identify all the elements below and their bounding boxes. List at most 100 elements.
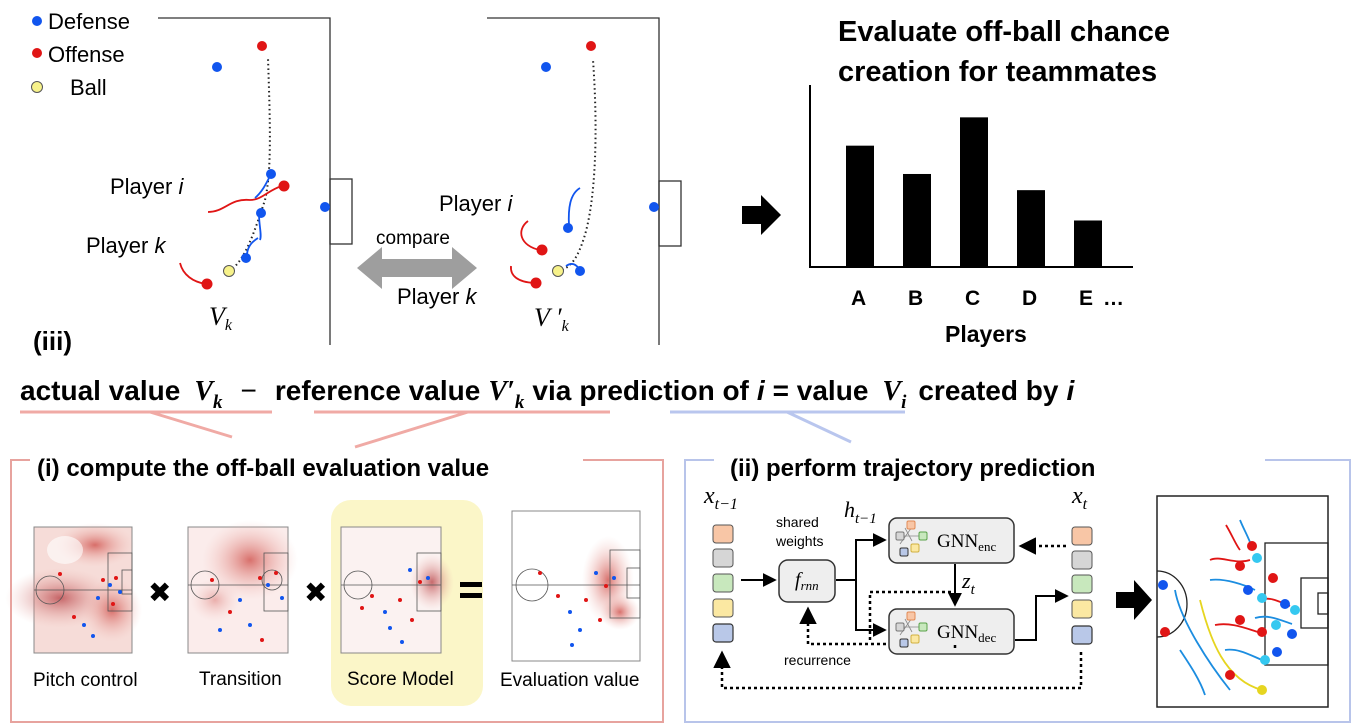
- section-iii-label: (iii): [33, 326, 72, 356]
- chart-title-line2: creation for teammates: [838, 56, 1157, 88]
- node-feature-green: [712, 573, 734, 593]
- dotted-recurrence-arrow: [808, 610, 957, 648]
- defense-player: [212, 62, 222, 72]
- offense-player-k: [530, 277, 542, 289]
- ball: [223, 265, 235, 277]
- map-label-score-model: Score Model: [347, 669, 454, 690]
- graph-icon: [895, 520, 928, 557]
- compare-arrow: compare Player k: [357, 228, 477, 309]
- player-i-label: Player i: [110, 174, 184, 199]
- pitch-reference: Player i V ′k: [439, 17, 682, 345]
- offense-player: [586, 41, 596, 51]
- reference-value-text: reference value: [275, 375, 480, 406]
- player-i-predicted-trajectory: [520, 220, 541, 251]
- chart-title-line1: Evaluate off-ball chance: [838, 16, 1170, 48]
- section-ii-title: (ii) perform trajectory prediction: [730, 455, 1095, 482]
- bar-d: [1017, 190, 1045, 267]
- recurrence-label: recurrence: [784, 652, 851, 668]
- pitch-control-map: [5, 523, 142, 654]
- defense-player: [563, 223, 573, 233]
- x-next-label: xt: [1071, 483, 1088, 513]
- ball: [552, 265, 564, 277]
- offense-legend-marker: [32, 48, 42, 58]
- legend-ball-label: Ball: [70, 75, 107, 100]
- map-label-evaluation-value: Evaluation value: [500, 670, 639, 691]
- node-feature-gray: [1071, 550, 1093, 570]
- gnn-enc-label: GNNenc: [937, 531, 996, 554]
- actual-value-label: Vk: [209, 302, 233, 334]
- defender-trajectory-2: [246, 237, 259, 255]
- bar-b: [903, 173, 931, 267]
- gnn-enc-block: [888, 517, 1015, 564]
- map-label-pitch-control: Pitch control: [33, 670, 138, 691]
- node-feature-green: [1071, 574, 1093, 594]
- dotted-bottom-loop: [713, 650, 1083, 690]
- player-k-trajectory: [510, 265, 535, 284]
- compare-label: compare: [376, 228, 450, 249]
- connector-prediction: [786, 410, 852, 444]
- double-arrow-icon: [357, 247, 477, 289]
- z-label: zt: [961, 568, 976, 598]
- equals-icon-bottom: [460, 593, 482, 598]
- defender-trajectory-1: [254, 175, 271, 199]
- arrow-frnn-to-dec: [855, 580, 887, 637]
- gnn-dec-label: GNNdec: [937, 622, 996, 645]
- node-feature-orange: [1071, 526, 1093, 546]
- compare-player-k-label: Player k: [397, 284, 477, 309]
- category-label-a: A: [851, 287, 866, 310]
- offense-player-i: [536, 244, 548, 256]
- prediction-text: prediction of: [579, 375, 749, 406]
- section-i-title: (i) compute the off-ball evaluation valu…: [37, 455, 489, 482]
- bars-group: [846, 117, 1102, 267]
- defense-player: [241, 253, 251, 263]
- h-prev-label: ht−1: [844, 497, 877, 527]
- defender-trajectory-1: [567, 187, 581, 227]
- defense-player: [266, 169, 276, 179]
- pitch-outline: [487, 17, 660, 345]
- node-feature-blue: [712, 623, 734, 643]
- equals-icon-top: [460, 582, 482, 587]
- reference-value-label: V ′k: [534, 303, 570, 335]
- node-feature-gray: [712, 548, 734, 568]
- offense-player-i: [278, 180, 290, 192]
- graph-icon: [895, 611, 928, 648]
- dotted-loop-to-dec: [868, 590, 955, 640]
- transition-map: [187, 520, 298, 654]
- actual-value-text: actual value: [20, 375, 180, 406]
- player-i-trajectory: [207, 185, 283, 213]
- arrow-frnn-to-enc: [836, 533, 887, 581]
- evaluation-value-map: [511, 510, 641, 662]
- bar-chart-panel: Evaluate off-ball chance creation for te…: [809, 16, 1170, 347]
- player-k-trajectory: [179, 262, 207, 285]
- node-feature-yellow: [1071, 599, 1093, 619]
- times-icon: ✖: [304, 577, 327, 608]
- right-arrow-icon: [1116, 580, 1152, 620]
- bar-c: [960, 117, 988, 267]
- section-i-panel: (i) compute the off-ball evaluation valu…: [5, 455, 664, 723]
- defense-player: [649, 202, 659, 212]
- pitch-actual: Player i Player k Vk: [86, 17, 353, 345]
- right-arrow-icon: [742, 195, 781, 235]
- goal-box: [658, 180, 682, 247]
- ball-trajectory-dotted: [228, 57, 271, 272]
- offense-player-k: [201, 278, 213, 290]
- connector-actual: [149, 410, 233, 439]
- section-ii-border: [684, 459, 1351, 723]
- legend-defense-label: Defense: [48, 9, 130, 34]
- node-feature-orange: [712, 524, 734, 544]
- defense-legend-marker: [32, 16, 42, 26]
- category-label-d: D: [1022, 287, 1037, 310]
- legend-offense-label: Offense: [48, 42, 125, 67]
- chart-xlabel: Players: [945, 321, 1027, 347]
- ball-legend-marker: [31, 81, 43, 93]
- offense-player: [257, 41, 267, 51]
- score-model-map: [340, 526, 454, 654]
- category-label-e: E: [1079, 287, 1093, 310]
- x-prev-label: xt−1: [703, 483, 738, 513]
- defense-player: [541, 62, 551, 72]
- times-icon: ✖: [148, 577, 171, 608]
- legend: Defense Offense Ball: [31, 9, 130, 100]
